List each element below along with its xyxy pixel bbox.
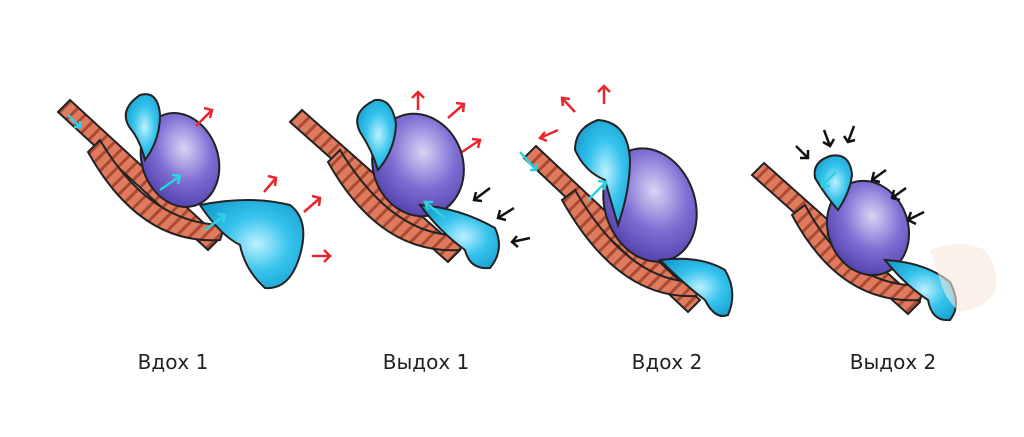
exhale-arrows xyxy=(472,187,531,248)
stage-4-label: Выдох 2 xyxy=(849,350,937,374)
airflow-arrows xyxy=(820,171,837,188)
watermark-shape xyxy=(930,244,997,312)
stage-2-exhale xyxy=(288,90,531,270)
posterior-air-sac xyxy=(417,203,500,270)
stage-1-label: Вдох 1 xyxy=(137,350,209,374)
stage-3-inhale xyxy=(519,84,734,317)
anterior-air-sac xyxy=(573,118,632,229)
stage-3-label: Вдох 2 xyxy=(631,350,703,374)
stage-2-label: Выдох 1 xyxy=(382,350,470,374)
stage-4-exhale xyxy=(750,125,957,322)
posterior-air-sac xyxy=(657,257,734,317)
airflow-arrows xyxy=(519,151,608,201)
inhale-arrows xyxy=(411,90,482,154)
anterior-air-sac xyxy=(124,93,162,163)
posterior-air-sac xyxy=(198,199,305,290)
inhale-arrows xyxy=(195,106,332,263)
bronchus xyxy=(86,138,227,242)
exhale-arrows xyxy=(795,125,925,226)
posterior-air-sac xyxy=(882,258,957,322)
inhale-arrows xyxy=(537,84,611,143)
airflow-arrows xyxy=(423,200,446,219)
lung xyxy=(825,179,911,277)
stage-1-inhale xyxy=(56,93,332,290)
anterior-air-sac xyxy=(813,154,854,212)
airflow-arrows xyxy=(67,114,227,231)
lung xyxy=(139,112,221,208)
anterior-air-sac xyxy=(356,98,398,173)
